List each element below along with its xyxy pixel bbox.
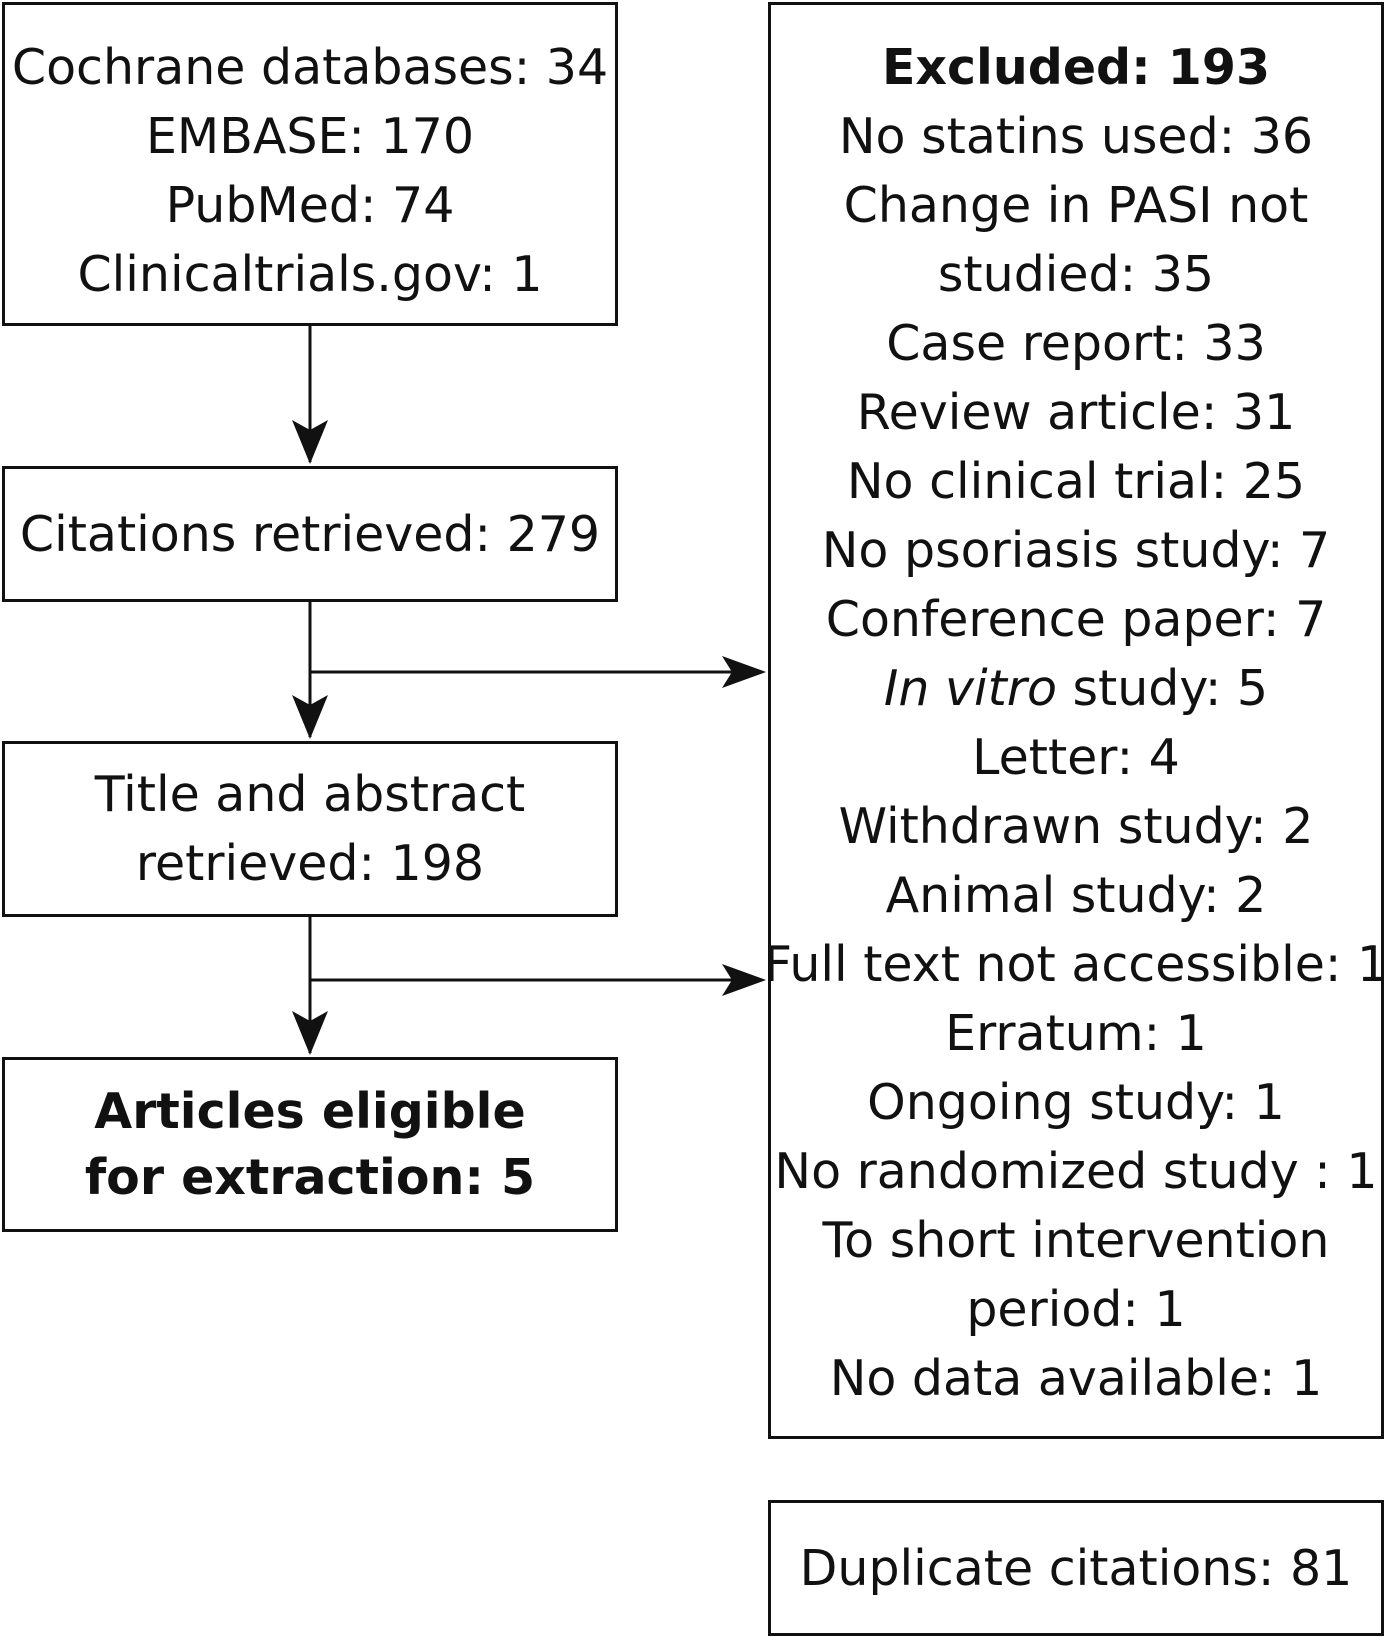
excluded-reason: Withdrawn study: 2 — [838, 798, 1314, 855]
excluded-reason: No statins used: 36 — [838, 108, 1314, 165]
database-sources-box: Cochrane databases: 34 EMBASE: 170 PubMe… — [2, 2, 618, 326]
excluded-reason: No psoriasis study: 7 — [821, 522, 1331, 579]
eligible-line-1: Articles eligible — [94, 1082, 526, 1140]
excluded-reason: Ongoing study: 1 — [867, 1074, 1285, 1131]
excluded-reason: Conference paper: 7 — [825, 591, 1327, 648]
arrowhead-title-abstract-to-eligible — [292, 1011, 328, 1055]
excluded-reason: To short intervention — [822, 1212, 1330, 1269]
source-embase: EMBASE: 170 — [145, 108, 475, 165]
citations-retrieved-box: Citations retrieved: 279 — [2, 466, 618, 602]
eligible-articles-box: Articles eligible for extraction: 5 — [2, 1057, 618, 1232]
excluded-reason: No clinical trial: 25 — [846, 453, 1306, 510]
excluded-reason: period: 1 — [966, 1281, 1186, 1338]
excluded-reason: Letter: 4 — [972, 729, 1180, 786]
source-pubmed: PubMed: 74 — [165, 177, 455, 234]
arrowhead-citations-to-excluded — [722, 656, 766, 688]
excluded-reason: No randomized study : 1 — [774, 1143, 1378, 1200]
excluded-reason: studied: 35 — [937, 246, 1215, 303]
excluded-heading: Excluded: 193 — [881, 39, 1271, 96]
duplicate-citations-label: Duplicate citations: 81 — [799, 1539, 1353, 1597]
title-abstract-box: Title and abstract retrieved: 198 — [2, 741, 618, 917]
citations-retrieved-label: Citations retrieved: 279 — [19, 505, 601, 563]
in-vitro-count: study: 5 — [1056, 660, 1269, 717]
excluded-reason: Review article: 31 — [856, 384, 1296, 441]
excluded-reason: Erratum: 1 — [945, 1005, 1207, 1062]
excluded-reason: No data available: 1 — [829, 1350, 1323, 1407]
arrowhead-citations-to-title-abstract — [292, 695, 328, 739]
source-clinicaltrials: Clinicaltrials.gov: 1 — [77, 246, 543, 303]
in-vitro-term: In vitro — [883, 660, 1057, 717]
title-abstract-line-1: Title and abstract — [94, 766, 526, 823]
excluded-reason: Full text not accessible: 1 — [763, 936, 1386, 993]
source-cochrane: Cochrane databases: 34 — [11, 39, 609, 96]
arrowhead-title-abstract-to-excluded — [722, 964, 766, 996]
excluded-reason: Animal study: 2 — [885, 867, 1267, 924]
title-abstract-line-2: retrieved: 198 — [135, 835, 485, 892]
excluded-box: Excluded: 193 No statins used: 36 Change… — [764, 2, 1386, 1439]
duplicate-citations-box: Duplicate citations: 81 — [768, 1500, 1384, 1636]
eligible-line-2: for extraction: 5 — [84, 1148, 536, 1206]
excluded-reason: Case report: 33 — [886, 315, 1266, 372]
excluded-reason-in-vitro: In vitro study: 5 — [884, 654, 1268, 723]
excluded-reason: Change in PASI not — [843, 177, 1309, 234]
arrowhead-sources-to-citations — [292, 420, 328, 464]
